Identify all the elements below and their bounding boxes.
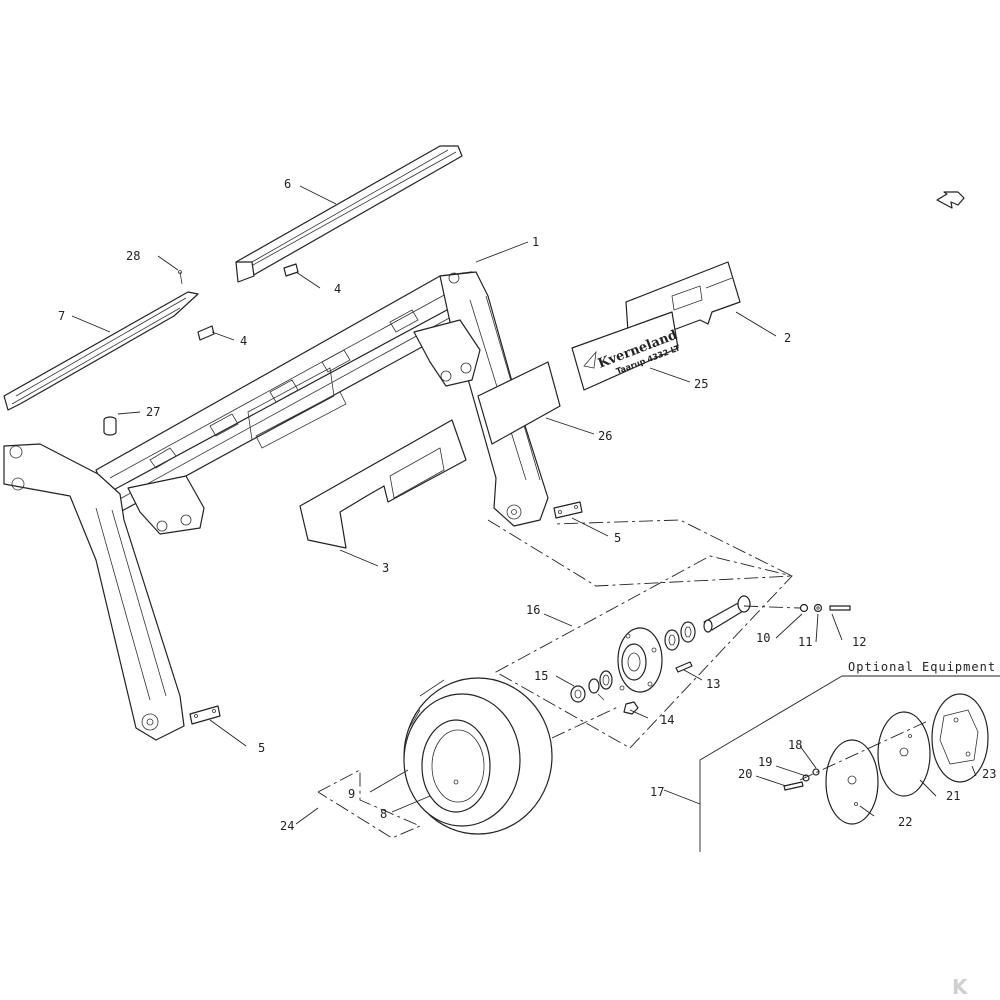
callout-5-right[interactable]: 5 — [614, 531, 621, 545]
callout-2[interactable]: 2 — [784, 331, 791, 345]
callout-15[interactable]: 15 — [534, 669, 548, 683]
part-14-wheel-nut[interactable] — [623, 701, 639, 715]
callout-7[interactable]: 7 — [58, 309, 65, 323]
part-6-top-cover[interactable] — [235, 145, 463, 283]
assembly-boundaries — [317, 519, 931, 839]
part-26-plate[interactable] — [477, 361, 561, 445]
callout-24[interactable]: 24 — [280, 819, 294, 833]
part-5-plate-left[interactable] — [189, 705, 221, 725]
axle-stub[interactable] — [703, 595, 751, 633]
part-3-left-shield[interactable] — [299, 419, 467, 549]
callout-10[interactable]: 10 — [756, 631, 770, 645]
callout-14[interactable]: 14 — [660, 713, 674, 727]
part-18-nut[interactable] — [812, 768, 820, 776]
callout-27[interactable]: 27 — [146, 405, 160, 419]
part-23-disc-large[interactable] — [931, 693, 989, 783]
part-1-main-frame[interactable] — [3, 271, 549, 741]
optional-equipment-label: Optional Equipment — [848, 660, 996, 674]
callout-13[interactable]: 13 — [706, 677, 720, 691]
part-4-clip-lower[interactable] — [197, 325, 215, 341]
callout-22[interactable]: 22 — [898, 815, 912, 829]
callout-numbers: 1 2 3 4 4 5 5 6 7 8 9 10 11 12 13 14 15 … — [58, 177, 996, 833]
callout-5-left[interactable]: 5 — [258, 741, 265, 755]
callout-25[interactable]: 25 — [694, 377, 708, 391]
part-2-right-shield[interactable] — [625, 261, 741, 333]
hub-flange[interactable] — [617, 627, 663, 693]
callout-1[interactable]: 1 — [532, 235, 539, 249]
part-5-plate-right[interactable] — [553, 501, 583, 519]
watermark-logo: K — [952, 975, 969, 999]
direction-arrow-icon — [936, 191, 965, 209]
callout-3[interactable]: 3 — [382, 561, 389, 575]
callout-11[interactable]: 11 — [798, 635, 812, 649]
part-10-nut[interactable] — [799, 603, 809, 613]
callout-19[interactable]: 19 — [758, 755, 772, 769]
part-13-wheel-stud[interactable] — [675, 661, 693, 673]
callout-20[interactable]: 20 — [738, 767, 752, 781]
callout-21[interactable]: 21 — [946, 789, 960, 803]
part-27-bushing[interactable] — [103, 416, 117, 436]
watermark-text: K — [952, 975, 969, 999]
part-4-clip-upper[interactable] — [283, 263, 299, 277]
callout-8[interactable]: 8 — [380, 807, 387, 821]
callout-16[interactable]: 16 — [526, 603, 540, 617]
part-11-washer[interactable] — [813, 603, 823, 613]
seal-rings[interactable] — [588, 670, 613, 701]
callout-9[interactable]: 9 — [348, 787, 355, 801]
leader-lines — [71, 185, 977, 825]
callout-4-upper[interactable]: 4 — [334, 282, 341, 296]
callout-18[interactable]: 18 — [788, 738, 802, 752]
optional-equipment-frame: Optional Equipment — [699, 660, 1000, 852]
part-21-disc-middle[interactable] — [877, 711, 931, 797]
part-20-bolt[interactable] — [783, 781, 804, 791]
bearing-rings[interactable] — [664, 621, 696, 651]
part-28-pin[interactable] — [178, 270, 183, 285]
wheel-hub-assembly — [570, 595, 751, 715]
callout-6[interactable]: 6 — [284, 177, 291, 191]
part-7-side-cover[interactable] — [3, 291, 199, 411]
callout-23[interactable]: 23 — [982, 767, 996, 781]
callout-28[interactable]: 28 — [126, 249, 140, 263]
callout-26[interactable]: 26 — [598, 429, 612, 443]
callout-12[interactable]: 12 — [852, 635, 866, 649]
part-22-disc-front[interactable] — [825, 739, 879, 825]
part-8-rim[interactable] — [421, 719, 491, 813]
part-12-bolt[interactable] — [829, 605, 851, 611]
callout-17[interactable]: 17 — [650, 785, 664, 799]
callout-4-lower[interactable]: 4 — [240, 334, 247, 348]
part-15-hub-cap[interactable] — [570, 685, 586, 703]
